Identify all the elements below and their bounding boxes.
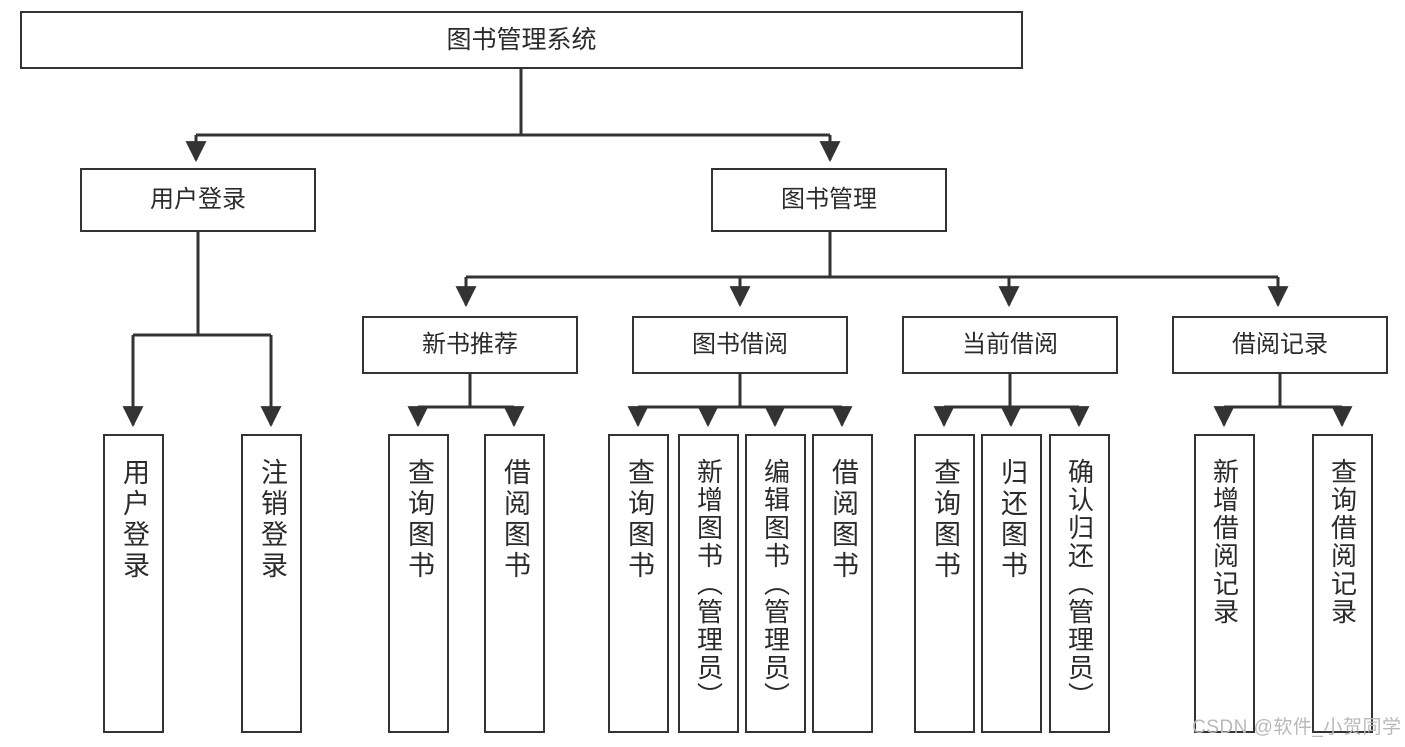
node-leaf-user-logout[interactable]: 注销登录: [241, 434, 302, 733]
node-label: 新增图书（管理员）: [693, 458, 724, 710]
node-label: 新书推荐: [422, 330, 518, 358]
node-label: 借阅记录: [1232, 330, 1328, 358]
node-borrow-record[interactable]: 借阅记录: [1172, 316, 1388, 374]
node-label: 图书借阅: [692, 330, 788, 358]
node-current-borrow[interactable]: 当前借阅: [902, 316, 1118, 374]
node-label: 当前借阅: [962, 330, 1058, 358]
node-user-login[interactable]: 用户登录: [80, 168, 316, 232]
node-label: 用户登录: [150, 185, 246, 213]
node-leaf-edit-book-admin[interactable]: 编辑图书（管理员）: [745, 434, 806, 733]
node-leaf-borrow-book-new[interactable]: 借阅图书: [484, 434, 545, 733]
node-book-management[interactable]: 图书管理: [711, 168, 947, 232]
watermark-text: CSDN @软件_小贺同学: [1192, 717, 1402, 738]
node-leaf-borrow-book-borrow[interactable]: 借阅图书: [812, 434, 873, 733]
node-label: 借阅图书: [500, 458, 530, 582]
node-label: 图书管理系统: [446, 26, 597, 54]
node-leaf-query-borrow-record[interactable]: 查询借阅记录: [1312, 434, 1373, 733]
node-label: 归还图书: [997, 458, 1027, 582]
node-leaf-query-book-current[interactable]: 查询图书: [914, 434, 975, 733]
node-label: 新增借阅记录: [1209, 458, 1240, 626]
node-label: 图书管理: [781, 185, 877, 213]
node-book-borrow[interactable]: 图书借阅: [632, 316, 848, 374]
node-leaf-query-book-borrow[interactable]: 查询图书: [608, 434, 669, 733]
node-label: 确认归还（管理员）: [1064, 458, 1095, 710]
node-leaf-add-book-admin[interactable]: 新增图书（管理员）: [678, 434, 739, 733]
node-label: 注销登录: [257, 458, 287, 582]
node-new-book-recommendation[interactable]: 新书推荐: [362, 316, 578, 374]
node-label: 查询图书: [624, 458, 654, 582]
node-label: 编辑图书（管理员）: [760, 458, 791, 710]
node-leaf-return-book[interactable]: 归还图书: [981, 434, 1042, 733]
node-leaf-query-book-new[interactable]: 查询图书: [388, 434, 449, 733]
node-label: 用户登录: [119, 458, 149, 582]
node-leaf-add-borrow-record[interactable]: 新增借阅记录: [1194, 434, 1255, 733]
node-label: 查询借阅记录: [1327, 458, 1358, 626]
node-root-system[interactable]: 图书管理系统: [20, 11, 1023, 69]
node-leaf-confirm-return-admin[interactable]: 确认归还（管理员）: [1049, 434, 1110, 733]
node-leaf-user-login[interactable]: 用户登录: [103, 434, 164, 733]
node-label: 查询图书: [930, 458, 960, 582]
node-label: 借阅图书: [828, 458, 858, 582]
node-label: 查询图书: [404, 458, 434, 582]
